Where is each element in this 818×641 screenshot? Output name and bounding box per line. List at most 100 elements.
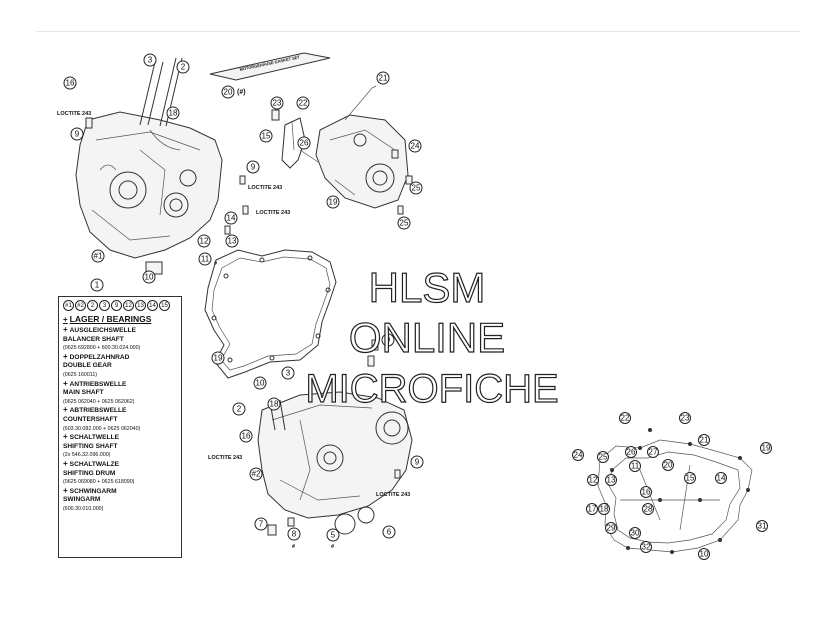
svg-text:ONLINE: ONLINE bbox=[349, 314, 505, 361]
callout-16c: 16 bbox=[239, 429, 253, 443]
svg-text:2: 2 bbox=[181, 63, 186, 72]
svg-text:14: 14 bbox=[717, 474, 726, 483]
callout-16: 16 bbox=[63, 76, 77, 90]
legend-ref: 13 bbox=[135, 300, 146, 311]
inset-callouts: 22 23 24 25 26 27 21 19 20 11 12 13 14 1… bbox=[572, 412, 772, 560]
svg-text:22: 22 bbox=[621, 414, 630, 423]
svg-text:10: 10 bbox=[256, 379, 265, 388]
svg-text:23: 23 bbox=[273, 99, 282, 108]
svg-text:12: 12 bbox=[589, 476, 598, 485]
svg-text:25: 25 bbox=[400, 219, 409, 228]
legend-ref: #2 bbox=[75, 300, 86, 311]
callout-19c: 19 bbox=[211, 351, 225, 365]
svg-text:9: 9 bbox=[415, 458, 420, 467]
svg-text:16: 16 bbox=[642, 488, 651, 497]
svg-text:25: 25 bbox=[412, 184, 421, 193]
hash-note-3: # bbox=[331, 544, 334, 550]
svg-text:#2: #2 bbox=[252, 470, 261, 479]
loctite-note-1: LOCTITE 243 bbox=[57, 111, 91, 117]
loctite-note-4: LOCTITE 243 bbox=[208, 455, 242, 461]
callout-14: 14 bbox=[224, 211, 238, 225]
svg-text:3: 3 bbox=[148, 56, 153, 65]
svg-text:21: 21 bbox=[379, 74, 388, 83]
hlsm-watermark: HLSM ONLINE MICROFICHE bbox=[305, 263, 560, 411]
callout-19: 19 bbox=[326, 195, 340, 209]
legend-ref: 14 bbox=[147, 300, 158, 311]
callout-8: 8 bbox=[287, 527, 301, 541]
callout-9c: 9 bbox=[410, 455, 424, 469]
svg-text:10: 10 bbox=[145, 273, 154, 282]
callout-3c: 3 bbox=[281, 366, 295, 380]
svg-text:#1: #1 bbox=[94, 252, 103, 261]
callout-2: 2 bbox=[176, 60, 190, 74]
svg-text:1: 1 bbox=[95, 281, 100, 290]
callout-25b: 25 bbox=[397, 216, 411, 230]
svg-text:11: 11 bbox=[201, 255, 210, 264]
svg-text:32: 32 bbox=[642, 543, 651, 552]
callout-9b: 9 bbox=[246, 160, 260, 174]
legend-ref: #1 bbox=[63, 300, 74, 311]
callout-6: 6 bbox=[382, 525, 396, 539]
right-crankcase-half bbox=[257, 339, 413, 536]
svg-text:14: 14 bbox=[227, 214, 236, 223]
svg-text:18: 18 bbox=[270, 400, 279, 409]
hash-note-2: # bbox=[292, 544, 295, 550]
svg-text:24: 24 bbox=[574, 451, 583, 460]
legend-ref-row: #1 #2 2 3 9 12 13 14 15 bbox=[63, 300, 177, 311]
left-crankcase-half bbox=[75, 57, 249, 275]
svg-text:23: 23 bbox=[681, 414, 690, 423]
svg-text:MICROFICHE: MICROFICHE bbox=[305, 367, 558, 411]
inset-gasket-diagram bbox=[597, 428, 753, 554]
svg-text:29: 29 bbox=[607, 524, 616, 533]
svg-text:28: 28 bbox=[644, 505, 653, 514]
legend-ref: 9 bbox=[111, 300, 122, 311]
svg-text:18: 18 bbox=[600, 505, 609, 514]
center-callouts: 19 3 10 2 18 16 #2 9 7 8 5 6 9 bbox=[211, 333, 424, 542]
svg-text:7: 7 bbox=[259, 520, 264, 529]
svg-text:31: 31 bbox=[758, 522, 767, 531]
svg-text:8: 8 bbox=[292, 530, 297, 539]
svg-text:5: 5 bbox=[331, 531, 336, 540]
svg-text:17: 17 bbox=[588, 505, 597, 514]
bearings-legend: #1 #2 2 3 9 12 13 14 15 +LAGER / BEARING… bbox=[58, 296, 182, 558]
hash-note-1: # bbox=[214, 261, 217, 267]
svg-text:15: 15 bbox=[262, 132, 271, 141]
callout-24: 24 bbox=[408, 139, 422, 153]
loctite-note-5: LOCTITE 243 bbox=[376, 492, 410, 498]
callout-3: 3 bbox=[143, 53, 157, 67]
svg-text:24: 24 bbox=[411, 142, 420, 151]
legend-ref: 2 bbox=[87, 300, 98, 311]
callout-legend-1: 1 bbox=[90, 278, 104, 292]
callout-9d: 9 bbox=[381, 333, 395, 347]
svg-text:20: 20 bbox=[224, 88, 233, 97]
svg-text:2: 2 bbox=[237, 405, 242, 414]
legend-ref: 12 bbox=[123, 300, 134, 311]
svg-text:16: 16 bbox=[242, 432, 251, 441]
svg-text:6: 6 bbox=[387, 528, 392, 537]
svg-text:20: 20 bbox=[664, 461, 673, 470]
gasket-set-card: MOTORGEHÄUSE GASKET SET 20 (#) bbox=[209, 52, 331, 99]
svg-text:21: 21 bbox=[700, 436, 709, 445]
svg-text:10: 10 bbox=[700, 550, 709, 559]
svg-text:19: 19 bbox=[329, 198, 338, 207]
upper-left-callouts: 16 3 2 18 9 15 9 14 13 12 11 10 #1 bbox=[63, 53, 273, 284]
callout-21: 21 bbox=[376, 71, 390, 85]
svg-text:HLSM: HLSM bbox=[369, 264, 486, 311]
svg-text:30: 30 bbox=[631, 529, 640, 538]
svg-text:22: 22 bbox=[299, 99, 308, 108]
svg-text:11: 11 bbox=[631, 462, 640, 471]
callout-10c: 10 bbox=[253, 376, 267, 390]
right-cover-assembly bbox=[271, 85, 413, 215]
callout-23: 23 bbox=[270, 96, 284, 110]
callout-h2: #2 bbox=[249, 467, 263, 481]
callout-18c: 18 bbox=[267, 397, 281, 411]
svg-text:9: 9 bbox=[386, 336, 391, 345]
legend-ref: 15 bbox=[159, 300, 170, 311]
svg-text:12: 12 bbox=[200, 237, 209, 246]
callout-7: 7 bbox=[254, 517, 268, 531]
